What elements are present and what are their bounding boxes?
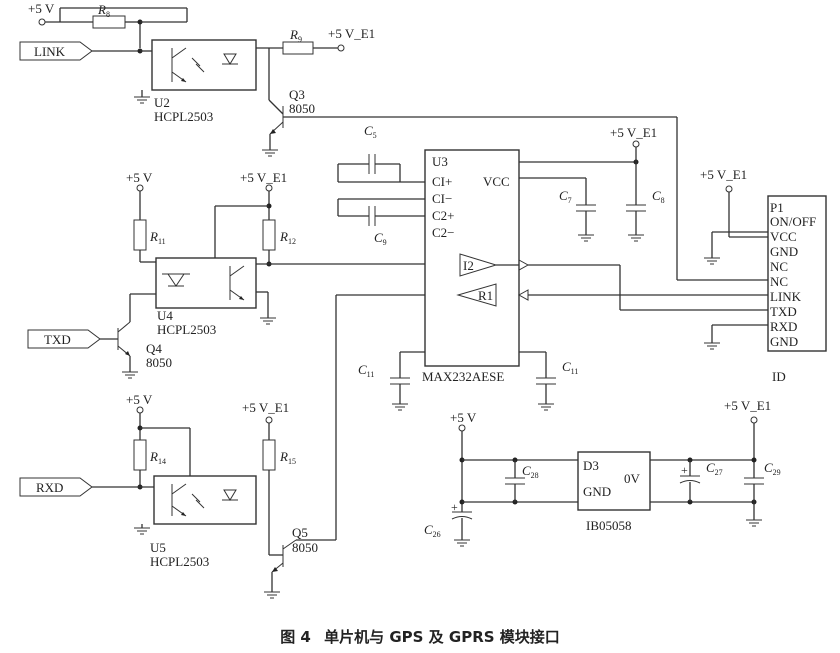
max232-ref: U3 (432, 154, 448, 169)
resistor-label-r9: R9 (289, 27, 302, 44)
cap-label-c5: C5 (364, 123, 377, 140)
resistor-r14 (133, 439, 147, 471)
rail-label-5v-e1-2: +5 V_E1 (240, 170, 287, 185)
receiver-r1-label: R1 (478, 288, 493, 303)
q5-part: 8050 (292, 540, 318, 555)
svg-text:+: + (681, 463, 688, 477)
optocoupler-u4 (155, 257, 257, 309)
connector-pin-9: GND (770, 334, 798, 349)
u4-part: HCPL2503 (157, 322, 216, 337)
signal-link-label: LINK (34, 44, 66, 59)
q3-ref: Q3 (289, 87, 305, 102)
rail-label-5v: +5 V (28, 1, 55, 16)
connector-ref: P1 (770, 200, 784, 215)
optocoupler-u2 (151, 39, 257, 91)
max232-pin-vcc: VCC (483, 174, 510, 189)
max232-pin-ci-minus: CI− (432, 191, 452, 206)
rail-label-5v-e1-3: +5 V_E1 (242, 400, 289, 415)
resistor-r15 (262, 439, 276, 471)
resistor-r11 (133, 219, 147, 251)
connector-section: P1 ON/OFF VCC GND NC NC LINK TXD RXD GND… (700, 167, 827, 384)
connector-label: ID (772, 369, 786, 384)
regulator-gnd: GND (583, 484, 611, 499)
u5-part: HCPL2503 (150, 554, 209, 569)
resistor-label-r8: R8 (97, 2, 110, 19)
rail-label-5v-e1-5: +5 V_E1 (700, 167, 747, 182)
txd-section: +5 V R11 +5 V_E1 R12 U4 HCPL2503 TXD (27, 170, 425, 379)
svg-text:+: + (451, 500, 458, 514)
signal-txd-label: TXD (44, 332, 71, 347)
u5-ref: U5 (150, 540, 166, 555)
signal-txd-arrow (27, 329, 101, 349)
rail-label-5v-4: +5 V (450, 410, 477, 425)
max232-pin-ci-plus: CI+ (432, 174, 452, 189)
regulator-part: IB05058 (586, 518, 632, 533)
max232-section: U3 CI+ CI− C2+ C2− VCC MAX232AESE C5 C9 … (337, 123, 768, 411)
max232-part: MAX232AESE (422, 369, 504, 384)
optocoupler-u5 (153, 475, 257, 525)
cap-label-c27: C27 (706, 460, 723, 477)
rail-label-5v-3: +5 V (126, 392, 153, 407)
q3-part: 8050 (289, 101, 315, 116)
rail-label-5v-e1: +5 V_E1 (328, 26, 375, 41)
resistor-label-r15: R15 (279, 449, 296, 466)
cap-label-c8: C8 (652, 188, 665, 205)
connector-pin-5: NC (770, 274, 788, 289)
connector-pin-4: NC (770, 259, 788, 274)
max232-pin-c2-minus: C2− (432, 225, 455, 240)
rail-label-5v-2: +5 V (126, 170, 153, 185)
signal-rxd-label: RXD (36, 480, 63, 495)
max232-chip (424, 149, 520, 367)
q4-ref: Q4 (146, 341, 162, 356)
regulator-section: +5 V C28 + C26 D3 GND 0V IB05058 +5 V_E1 (424, 398, 781, 547)
connector-p1 (767, 195, 827, 352)
cap-label-c11-left: C11 (358, 362, 374, 379)
resistor-label-r12: R12 (279, 229, 296, 246)
link-section: +5 V R8 LINK U2 HCPL2503 R9 (19, 1, 768, 281)
rxd-section: +5 V R14 +5 V_E1 R15 RXD U5 HCPL2503 (19, 294, 425, 599)
receiver-r1 (456, 283, 497, 307)
cap-label-c7: C7 (559, 188, 572, 205)
connector-pin-8: RXD (770, 319, 797, 334)
cap-label-c11-right: C11 (562, 359, 578, 376)
driver-i2 (459, 253, 498, 277)
driver-i2-label: I2 (463, 258, 474, 273)
regulator-ref: D3 (583, 458, 599, 473)
resistor-label-r14: R14 (149, 449, 166, 466)
q4-part: 8050 (146, 355, 172, 370)
signal-rxd-arrow (19, 477, 93, 497)
max232-pin-c2-plus: C2+ (432, 208, 455, 223)
cap-label-c28: C28 (522, 463, 539, 480)
cap-label-c26: C26 (424, 522, 441, 539)
resistor-label-r11: R11 (149, 229, 166, 246)
rail-label-5v-e1-6: +5 V_E1 (724, 398, 771, 413)
resistor-r12 (262, 219, 276, 251)
regulator-ib05058 (577, 451, 651, 511)
connector-pin-3: GND (770, 244, 798, 259)
connector-pin-7: TXD (770, 304, 797, 319)
figure-title: 单片机与 GPS 及 GPRS 模块接口 (324, 628, 560, 646)
signal-link-arrow (19, 41, 93, 61)
connector-pin-6: LINK (770, 289, 802, 304)
cap-label-c29: C29 (764, 460, 781, 477)
u4-ref: U4 (157, 308, 173, 323)
q5-ref: Q5 (292, 525, 308, 540)
cap-label-c9: C9 (374, 230, 387, 247)
u2-ref: U2 (154, 95, 170, 110)
u2-part: HCPL2503 (154, 109, 213, 124)
figure-caption: 图 4 单片机与 GPS 及 GPRS 模块接口 (0, 626, 840, 647)
connector-pin-1: ON/OFF (770, 214, 816, 229)
circuit-schematic: +5 V R8 LINK U2 HCPL2503 R9 (19, 1, 827, 599)
regulator-out: 0V (624, 471, 641, 486)
figure-number: 图 4 (280, 628, 311, 646)
connector-pin-2: VCC (770, 229, 797, 244)
rail-label-5v-e1-4: +5 V_E1 (610, 125, 657, 140)
